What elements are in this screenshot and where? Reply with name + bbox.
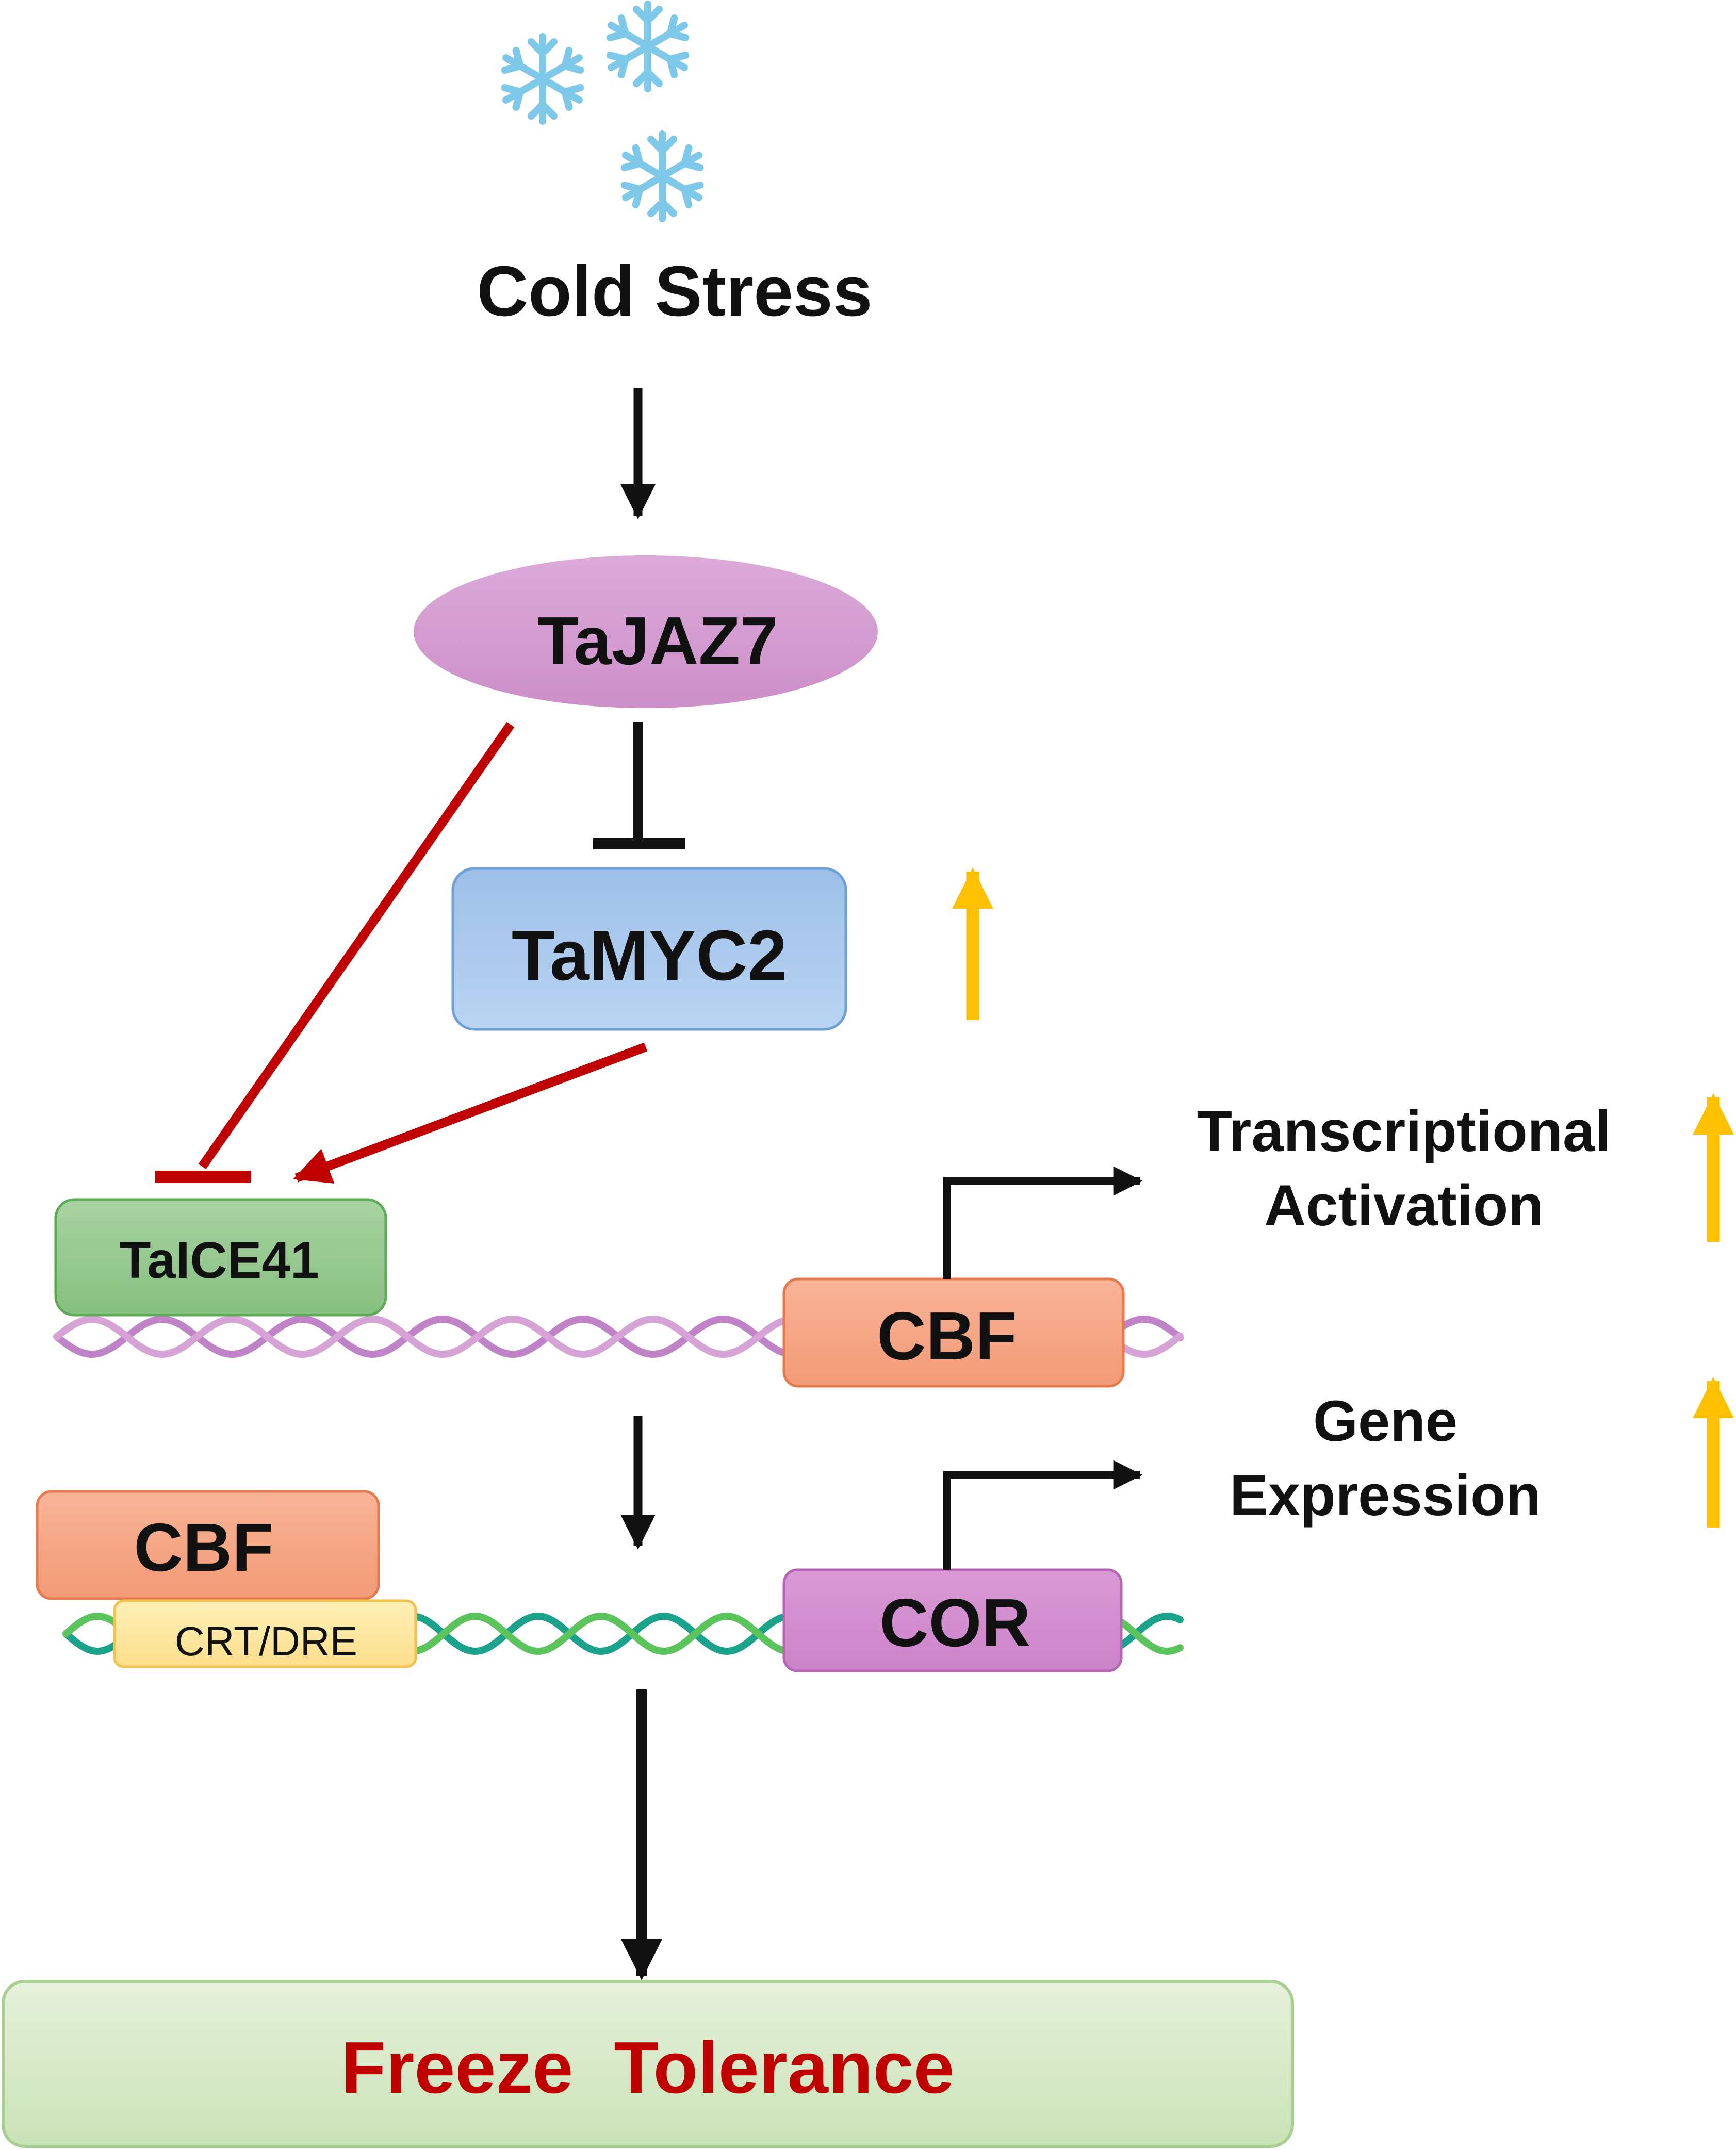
crt-dre-label: CRT/DRE bbox=[175, 1618, 357, 1664]
inhibition-line-red bbox=[198, 721, 515, 1170]
transcriptional-activation-label-line2: Activation bbox=[1264, 1173, 1543, 1238]
taice41-node bbox=[54, 1198, 387, 1317]
tamyc2-label: TaMYC2 bbox=[512, 916, 787, 995]
crt-dre-element bbox=[113, 1599, 417, 1668]
tamyc2-node bbox=[451, 867, 847, 1031]
cor-node bbox=[782, 1568, 1123, 1672]
tajaz7-node bbox=[414, 555, 878, 708]
cor-label: COR bbox=[879, 1585, 1030, 1661]
transcription-start-arrow bbox=[943, 1167, 1143, 1279]
transcription-start-arrow bbox=[943, 1460, 1143, 1570]
gene-expression-label-line1: Gene bbox=[1313, 1389, 1457, 1453]
snowflake-icon bbox=[625, 134, 700, 219]
activation-arrow-red bbox=[293, 1042, 648, 1184]
taice41-label: TaICE41 bbox=[119, 1232, 319, 1289]
snowflake-icon bbox=[505, 37, 581, 121]
cbf-gene-label: CBF bbox=[877, 1298, 1017, 1374]
freeze-tolerance-label: Freeze Tolerance bbox=[341, 2027, 954, 2109]
transcriptional-activation-label-line1: Transcriptional bbox=[1197, 1099, 1611, 1163]
freeze-tolerance-node bbox=[2, 1980, 1294, 2148]
tajaz7-label: TaJAZ7 bbox=[537, 603, 778, 679]
cold-stress-label: Cold Stress bbox=[477, 252, 873, 331]
cbf-protein-node bbox=[36, 1490, 380, 1600]
cbf-gene-node bbox=[782, 1277, 1125, 1388]
gene-expression-label-line2: Expression bbox=[1230, 1463, 1541, 1528]
cbf-protein-label: CBF bbox=[134, 1509, 273, 1585]
snowflake-icon bbox=[610, 4, 686, 89]
